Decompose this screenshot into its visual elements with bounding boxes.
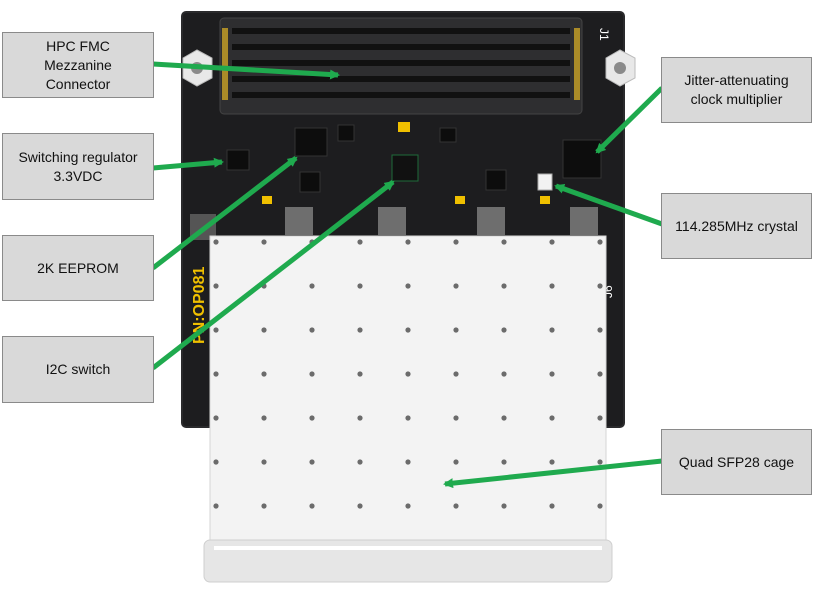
arrow-crystal — [554, 183, 663, 227]
connector-ref: J1 — [597, 28, 611, 41]
arrow-eeprom — [151, 156, 298, 270]
callout-text: HPC FMC — [46, 37, 110, 54]
part-number: PN:OP081 — [191, 267, 208, 344]
callout-text: Mezzanine — [44, 56, 112, 73]
callout-text: 3.3VDC — [53, 167, 103, 184]
arrow-cage — [443, 458, 663, 489]
callout-arrows — [151, 61, 664, 489]
callout-text: Connector — [45, 75, 111, 92]
callout-clock-multiplier: Jitter-attenuating clock multiplier — [661, 57, 812, 123]
callout-sfp-cage: Quad SFP28 cage — [661, 429, 812, 495]
callout-crystal: 114.285MHz crystal — [661, 193, 812, 259]
callout-switching-regulator: Switching regulator 3.3VDC — [2, 133, 154, 200]
callout-text: clock multiplier — [690, 91, 783, 107]
callout-eeprom: 2K EEPROM — [2, 235, 154, 301]
arrow-regulator — [152, 157, 224, 171]
callout-text: 2K EEPROM — [37, 259, 119, 276]
standoff-right — [605, 49, 636, 87]
callout-text: I2C switch — [45, 361, 111, 377]
callout-i2c-switch: I2C switch — [2, 336, 154, 403]
arrow-i2c — [151, 180, 395, 370]
arrow-clock — [595, 86, 664, 154]
fmc-connector — [219, 17, 583, 115]
arrow-fmc — [152, 61, 340, 80]
callout-text: Jitter-attenuating — [684, 72, 789, 88]
component-area — [190, 122, 602, 240]
callout-text: 114.285MHz crystal — [675, 217, 798, 234]
sfp-cage — [203, 235, 613, 583]
callout-text: Switching regulator — [18, 148, 138, 165]
callout-text: Quad SFP28 cage — [678, 453, 795, 470]
